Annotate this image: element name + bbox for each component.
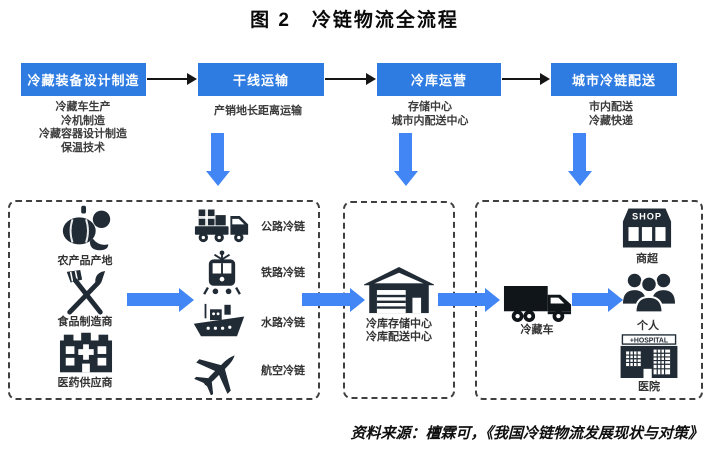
source-label: 农产品产地 xyxy=(57,255,113,267)
source-label: 医药供应商 xyxy=(57,377,113,389)
stage-detail-line: 市内配送 xyxy=(589,101,633,113)
connector-arrow xyxy=(502,73,550,85)
destination-label: 商超 xyxy=(636,253,658,265)
warehouse-label: 冷库存储中心 xyxy=(366,318,432,330)
transport-label: 铁路冷链 xyxy=(261,267,305,279)
figure-title: 图 2 冷链物流全流程 xyxy=(250,10,459,31)
produce-icon xyxy=(58,205,116,251)
flow-arrow-truck-to-destinations xyxy=(572,293,608,306)
destination-label: 医院 xyxy=(638,381,660,393)
stage-box-trunk-transport: 干线运输 xyxy=(198,63,324,96)
stage-detail-line: 产销地长距离运输 xyxy=(214,105,302,117)
stage-detail-line: 冷藏快递 xyxy=(589,114,633,127)
connector-arrow xyxy=(325,73,376,85)
shop-sign-text: SHOP xyxy=(632,212,662,222)
stage-detail-line: 保温技术 xyxy=(61,141,105,154)
stage-label: 干线运输 xyxy=(232,73,289,88)
hospital-icon: +HOSPITAL xyxy=(618,334,680,378)
stage-box-warehouse-operation: 冷库运营 xyxy=(377,63,501,96)
stage-label: 冷藏装备设计制造 xyxy=(27,73,140,88)
plane-icon xyxy=(194,347,244,395)
down-arrow xyxy=(399,133,412,171)
flow-arrow-transport-to-warehouse xyxy=(302,293,350,306)
connector-arrow xyxy=(147,73,197,85)
hospital-sign-text: +HOSPITAL xyxy=(630,337,668,344)
reefer-truck-icon xyxy=(503,284,573,323)
down-arrow xyxy=(211,133,224,171)
stage-detail-line: 冷机制造 xyxy=(61,114,105,127)
stage-label: 城市冷链配送 xyxy=(571,73,656,88)
utensils-icon xyxy=(62,270,108,316)
down-arrow xyxy=(573,133,586,171)
stage-detail-line: 冷藏容器设计制造 xyxy=(39,128,127,140)
stage-detail-line: 冷藏车生产 xyxy=(55,101,111,113)
train-icon xyxy=(203,250,241,297)
stage-details-warehouse: 存储中心 城市内配送中心 xyxy=(360,101,500,128)
ship-icon xyxy=(192,302,246,340)
stage-details-equipment: 冷藏车生产 冷机制造 冷藏容器设计制造 保温技术 xyxy=(13,101,153,155)
stage-label: 冷库运营 xyxy=(410,73,467,88)
source-label: 食品制造商 xyxy=(57,316,113,328)
source-note: 资料来源：檀霖可，《我国冷链物流发展现状与对策》 xyxy=(350,426,703,442)
flow-arrow-warehouse-to-truck xyxy=(438,293,485,306)
stage-detail-line: 存储中心 xyxy=(408,101,452,113)
flow-arrow-sources-to-transport xyxy=(127,293,179,306)
warehouse-icon xyxy=(364,267,434,315)
pharma-building-icon xyxy=(59,332,113,374)
shop-icon: SHOP xyxy=(622,207,672,249)
stage-box-city-distribution: 城市冷链配送 xyxy=(551,63,677,96)
stage-details-city-distribution: 市内配送 冷藏快递 xyxy=(541,101,681,128)
stage-details-trunk-transport: 产销地长距离运输 xyxy=(188,105,328,119)
destination-label: 个人 xyxy=(637,320,659,332)
delivery-truck-label: 冷藏车 xyxy=(520,324,554,336)
road-truck-icon xyxy=(194,202,250,245)
warehouse-label: 冷库配送中心 xyxy=(366,331,432,343)
stage-detail-line: 城市内配送中心 xyxy=(391,114,469,127)
transport-label: 水路冷链 xyxy=(261,317,305,329)
stage-box-equipment: 冷藏装备设计制造 xyxy=(21,63,146,96)
transport-label: 公路冷链 xyxy=(261,221,305,233)
people-icon xyxy=(622,270,676,316)
transport-label: 航空冷链 xyxy=(261,365,305,377)
